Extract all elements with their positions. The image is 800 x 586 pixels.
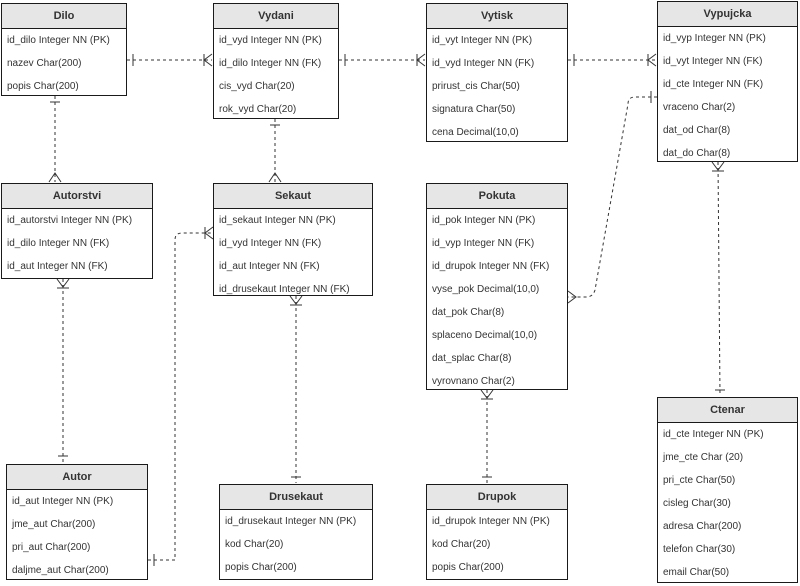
entity-field: id_cte Integer NN (PK) xyxy=(663,429,764,440)
entity-title: Pokuta xyxy=(427,184,567,209)
entity-field: kod Char(20) xyxy=(432,539,491,550)
entity-field: splaceno Decimal(10,0) xyxy=(432,330,538,341)
entity-field: id_cte Integer NN (FK) xyxy=(663,79,764,90)
entity-field: id_vyd Integer NN (FK) xyxy=(219,238,322,249)
entity-field: dat_splac Char(8) xyxy=(432,353,512,364)
entity-field: jme_aut Char(200) xyxy=(12,519,96,530)
link-dilo-vydani-end-many xyxy=(203,53,213,67)
entity-field: id_drusekaut Integer NN (FK) xyxy=(219,284,350,295)
entity-field: rok_vyd Char(20) xyxy=(219,104,297,115)
entity-title: Ctenar xyxy=(658,398,797,423)
entity-field: popis Char(200) xyxy=(225,562,297,573)
entity-autorstvi[interactable]: Autorstvi id_autorstvi Integer NN (PK) i… xyxy=(1,183,153,279)
entity-field: email Char(50) xyxy=(663,567,730,578)
entity-field: id_vyp Integer NN (FK) xyxy=(432,238,535,249)
entity-title: Dilo xyxy=(2,4,126,29)
link-vypujcka-pokuta xyxy=(568,96,657,298)
entity-field: dat_do Char(8) xyxy=(663,148,731,159)
entity-title: Vytisk xyxy=(427,4,567,29)
entity-field: id_autorstvi Integer NN (PK) xyxy=(7,215,133,226)
entity-field: id_vyd Integer NN (PK) xyxy=(219,35,322,46)
entity-field: id_pok Integer NN (PK) xyxy=(432,215,536,226)
entity-field: id_drupok Integer NN (FK) xyxy=(432,261,550,272)
entity-field: id_dilo Integer NN (FK) xyxy=(219,58,322,69)
entity-sekaut[interactable]: Sekaut id_sekaut Integer NN (PK) id_vyd … xyxy=(213,183,373,296)
entity-pokuta[interactable]: Pokuta id_pok Integer NN (PK) id_vyp Int… xyxy=(426,183,568,390)
entity-drusekaut[interactable]: Drusekaut id_drusekaut Integer NN (PK) k… xyxy=(219,484,373,580)
entity-field: signatura Char(50) xyxy=(432,104,516,115)
link-vypujcka-ctenar xyxy=(717,161,721,397)
entity-field: id_dilo Integer NN (FK) xyxy=(7,238,110,249)
entity-field: id_aut Integer NN (PK) xyxy=(12,496,114,507)
entity-field: nazev Char(200) xyxy=(7,58,82,69)
entity-field: dat_pok Char(8) xyxy=(432,307,505,318)
entity-field: id_sekaut Integer NN (PK) xyxy=(219,215,336,226)
entity-ctenar[interactable]: Ctenar id_cte Integer NN (PK) jme_cte Ch… xyxy=(657,397,798,583)
entity-vytisk[interactable]: Vytisk id_vyt Integer NN (PK) id_vyd Int… xyxy=(426,3,568,142)
entity-vydani[interactable]: Vydani id_vyd Integer NN (PK) id_dilo In… xyxy=(213,3,339,119)
entity-field: id_drupok Integer NN (PK) xyxy=(432,516,550,527)
entity-title: Vydani xyxy=(214,4,338,29)
entity-field: vyrovnano Char(2) xyxy=(432,376,515,387)
entity-autor[interactable]: Autor id_aut Integer NN (PK) jme_aut Cha… xyxy=(6,464,148,580)
entity-field: popis Char(200) xyxy=(432,562,504,573)
entity-drupok[interactable]: Drupok id_drupok Integer NN (PK) kod Cha… xyxy=(426,484,568,580)
entity-field: id_vyt Integer NN (PK) xyxy=(432,35,533,46)
entity-title: Sekaut xyxy=(214,184,372,209)
entity-field: id_dilo Integer NN (PK) xyxy=(7,35,110,46)
entity-field: pri_aut Char(200) xyxy=(12,542,91,553)
entity-title: Autor xyxy=(7,465,147,490)
entity-field: telefon Char(30) xyxy=(663,544,736,555)
entity-field: cisleg Char(30) xyxy=(663,498,731,509)
entity-field: id_vyp Integer NN (PK) xyxy=(663,33,766,44)
entity-dilo[interactable]: Dilo id_dilo Integer NN (PK) nazev Char(… xyxy=(1,3,127,96)
entity-field: cena Decimal(10,0) xyxy=(432,127,519,138)
link-vypujcka-pokuta-end-many xyxy=(567,290,577,304)
entity-field: pri_cte Char(50) xyxy=(663,475,736,486)
entity-field: id_vyt Integer NN (FK) xyxy=(663,56,763,67)
entity-field: jme_cte Char (20) xyxy=(663,452,744,463)
entity-field: dat_od Char(8) xyxy=(663,125,731,136)
entity-title: Vypujcka xyxy=(658,2,797,27)
entity-field: adresa Char(200) xyxy=(663,521,742,532)
entity-field: cis_vyd Char(20) xyxy=(219,81,295,92)
entity-field: vraceno Char(2) xyxy=(663,102,736,113)
entity-field: prirust_cis Char(50) xyxy=(432,81,520,92)
entity-field: daljme_aut Char(200) xyxy=(12,565,109,576)
link-vydani-sekaut-end-many xyxy=(268,172,282,183)
link-vydani-vytisk-end-many xyxy=(416,53,426,67)
entity-vypujcka[interactable]: Vypujcka id_vyp Integer NN (PK) id_vyt I… xyxy=(657,1,798,162)
entity-field: popis Char(200) xyxy=(7,81,79,92)
entity-field: id_vyd Integer NN (FK) xyxy=(432,58,535,69)
link-autorstvi-autor-end-many xyxy=(56,278,70,289)
entity-field: vyse_pok Decimal(10,0) xyxy=(432,284,540,295)
link-vytisk-vypujcka-end-many xyxy=(647,53,657,67)
entity-field: id_aut Integer NN (FK) xyxy=(7,261,108,272)
link-autor-sekaut-end-many xyxy=(204,226,214,240)
link-autor-sekaut xyxy=(148,232,213,561)
entity-field: id_aut Integer NN (FK) xyxy=(219,261,320,272)
entity-title: Autorstvi xyxy=(2,184,152,209)
entity-field: kod Char(20) xyxy=(225,539,284,550)
entity-field: id_drusekaut Integer NN (PK) xyxy=(225,516,357,527)
link-dilo-autorstvi-end-many xyxy=(48,172,62,183)
entity-title: Drusekaut xyxy=(220,485,372,510)
entity-title: Drupok xyxy=(427,485,567,510)
